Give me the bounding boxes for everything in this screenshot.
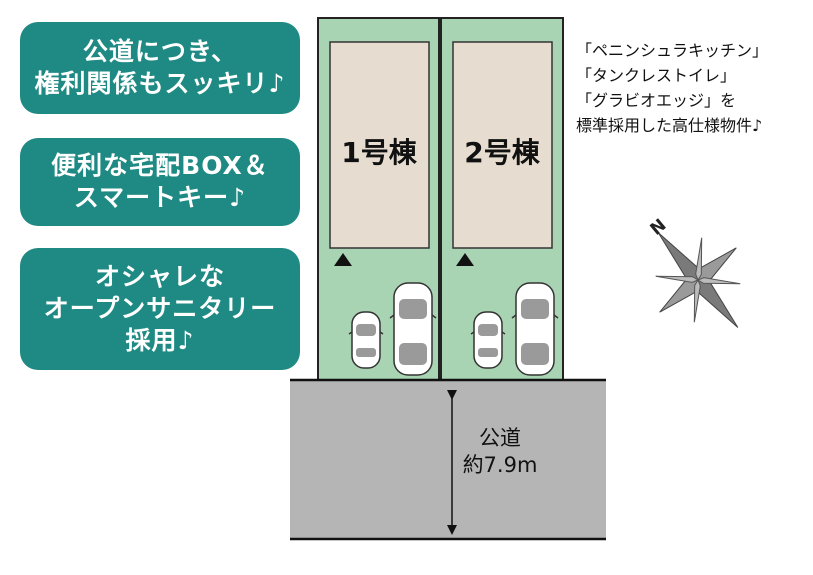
spec-line: 「ペニンシュラキッチン」 [576,41,769,60]
road-name: 公道 [479,426,521,450]
lot-1: 1号棟 [317,17,440,381]
lot-label-1: 1号棟 [341,136,417,169]
compass-north-label: N [647,215,671,239]
car-large-icon [389,282,437,376]
lot-2: 2号棟 [440,17,564,381]
spec-line: 「タンクレストイレ」 [576,66,737,85]
spec-note: 「ペニンシュラキッチン」 「タンクレストイレ」 「グラビオエッジ」を 標準採用し… [576,38,768,138]
car-small-icon [348,311,384,369]
spec-line: 標準採用した高仕様物件♪ [576,116,763,135]
feature-line: スマートキー♪ [73,183,247,212]
lot-label-2: 2号棟 [464,136,540,169]
compass-icon: N [647,215,741,328]
road-width: 約7.9m [463,453,538,477]
building-1 [329,41,430,249]
feature-line: オシャレな [94,262,225,291]
feature-open-sanitary: オシャレな オープンサニタリー 採用♪ [20,248,300,370]
feature-line: 公道につき、 [82,37,238,66]
feature-line: 権利関係もスッキリ♪ [34,69,286,98]
feature-line: 採用♪ [125,326,195,355]
feature-delivery-box: 便利な宅配BOX＆ スマートキー♪ [20,138,300,226]
feature-line: オープンサニタリー [43,294,277,323]
car-small-icon [470,311,506,369]
spec-line: 「グラビオエッジ」を [576,91,737,110]
building-2 [452,41,553,249]
car-large-icon [511,282,559,376]
entrance-marker [334,253,352,266]
public-road: 公道 約7.9m [290,378,606,541]
feature-public-road: 公道につき、 権利関係もスッキリ♪ [20,22,300,114]
feature-line: 便利な宅配BOX＆ [51,151,269,180]
entrance-marker [456,253,474,266]
